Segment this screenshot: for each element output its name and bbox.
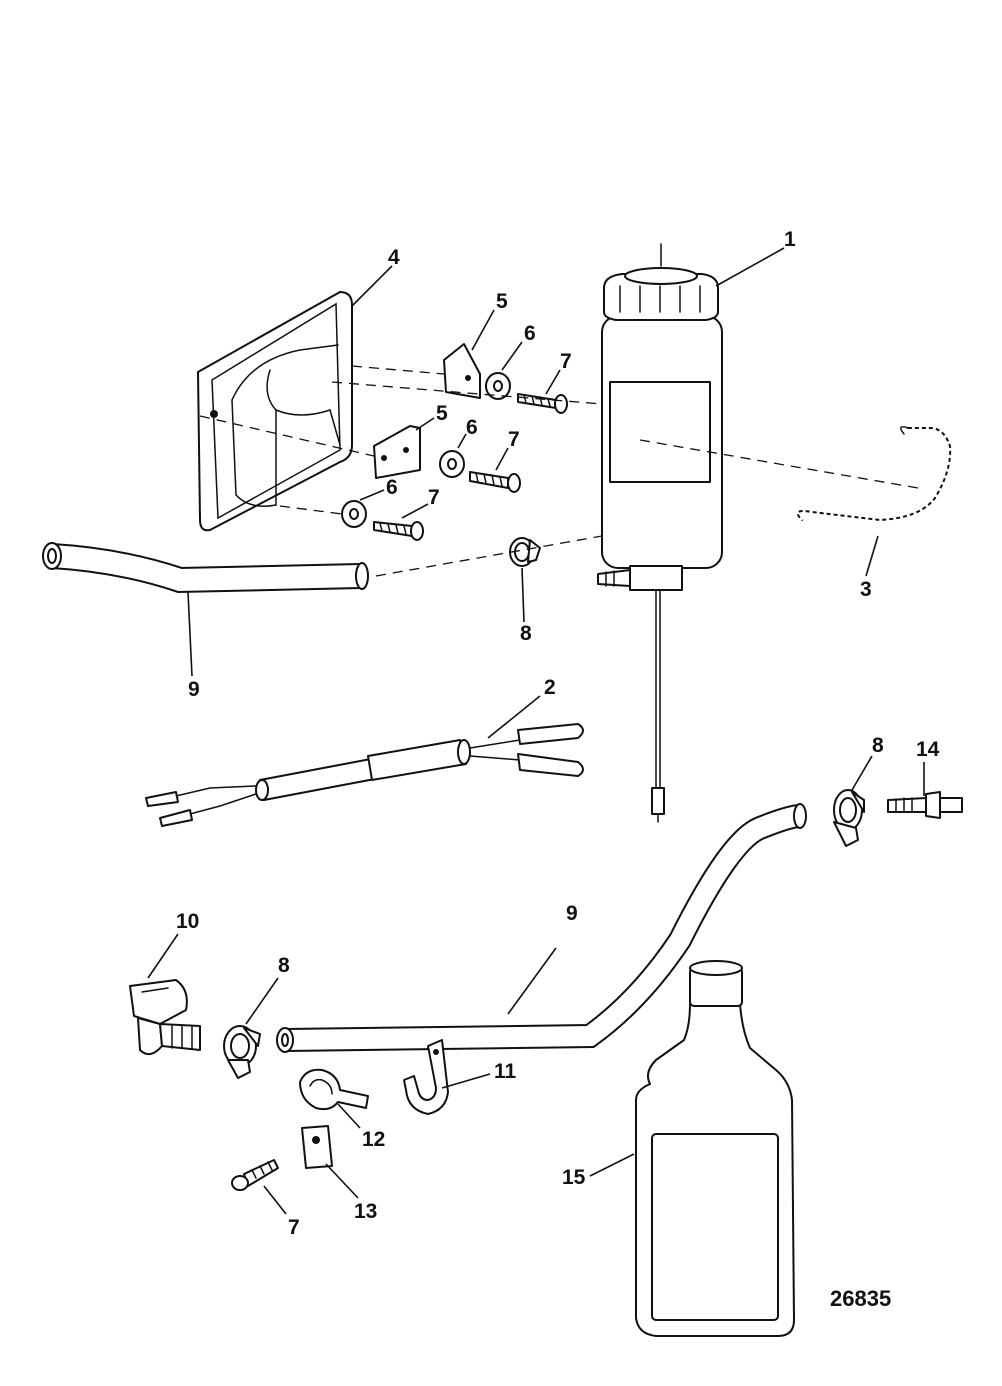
callout-4: 4 xyxy=(388,246,400,269)
washer-6-c xyxy=(341,500,367,528)
callout-5-upper: 5 xyxy=(496,290,508,313)
assembly-lines xyxy=(199,365,919,577)
p-clamp-part xyxy=(299,1068,369,1111)
leader-lines xyxy=(147,247,925,1215)
callout-8-right: 8 xyxy=(872,734,884,757)
screw-7-c xyxy=(373,521,424,541)
callout-12: 12 xyxy=(362,1128,385,1151)
screw-7-d xyxy=(231,1159,279,1191)
reservoir-bottle-part xyxy=(597,243,723,823)
clip-5-lower xyxy=(373,425,421,479)
elbow-fitting-part xyxy=(129,979,201,1056)
callout-7-upper: 7 xyxy=(560,350,572,373)
clip-5-upper xyxy=(443,343,481,399)
washer-6-b xyxy=(439,450,465,478)
callout-7-lower: 7 xyxy=(428,486,440,509)
callout-10: 10 xyxy=(176,910,199,933)
callout-1: 1 xyxy=(784,228,796,251)
j-clip-part xyxy=(403,1039,449,1115)
mounting-bracket-part xyxy=(197,291,353,532)
callout-7-mid: 7 xyxy=(508,428,520,451)
screw-7-b xyxy=(469,471,521,493)
callout-8-left: 8 xyxy=(278,954,290,977)
figure-number: 26835 xyxy=(830,1286,891,1311)
callout-6-lower: 6 xyxy=(386,476,398,499)
callout-15: 15 xyxy=(562,1166,586,1189)
sensor-harness-part xyxy=(145,723,584,827)
callout-9-upper: 9 xyxy=(188,678,200,701)
tab-nut-part xyxy=(301,1125,333,1169)
callout-7-bottom: 7 xyxy=(288,1216,300,1239)
callout-2: 2 xyxy=(544,676,556,699)
callout-6-mid: 6 xyxy=(466,416,478,439)
callout-3: 3 xyxy=(860,578,872,601)
callout-6-upper: 6 xyxy=(524,322,536,345)
hose-fitting-part xyxy=(887,791,963,819)
hose-clamp-8-c xyxy=(223,1025,261,1079)
screw-7-a xyxy=(517,393,568,414)
coil-hose-part xyxy=(793,424,955,525)
callout-labels: 1 4 5 6 7 5 6 7 6 7 8 9 3 2 8 14 10 9 8 … xyxy=(176,228,940,1311)
callout-14: 14 xyxy=(916,738,940,761)
hose-9-upper xyxy=(42,542,369,594)
hose-clamp-8-b xyxy=(833,789,865,847)
oil-bottle-part xyxy=(635,960,795,1337)
callout-5-lower: 5 xyxy=(436,402,448,425)
callout-9-lower: 9 xyxy=(566,902,578,925)
washer-6-a xyxy=(485,372,511,400)
callout-11: 11 xyxy=(494,1060,517,1083)
callout-8-upper: 8 xyxy=(520,622,532,645)
hose-9-lower xyxy=(276,803,807,1053)
callout-13: 13 xyxy=(354,1200,377,1223)
